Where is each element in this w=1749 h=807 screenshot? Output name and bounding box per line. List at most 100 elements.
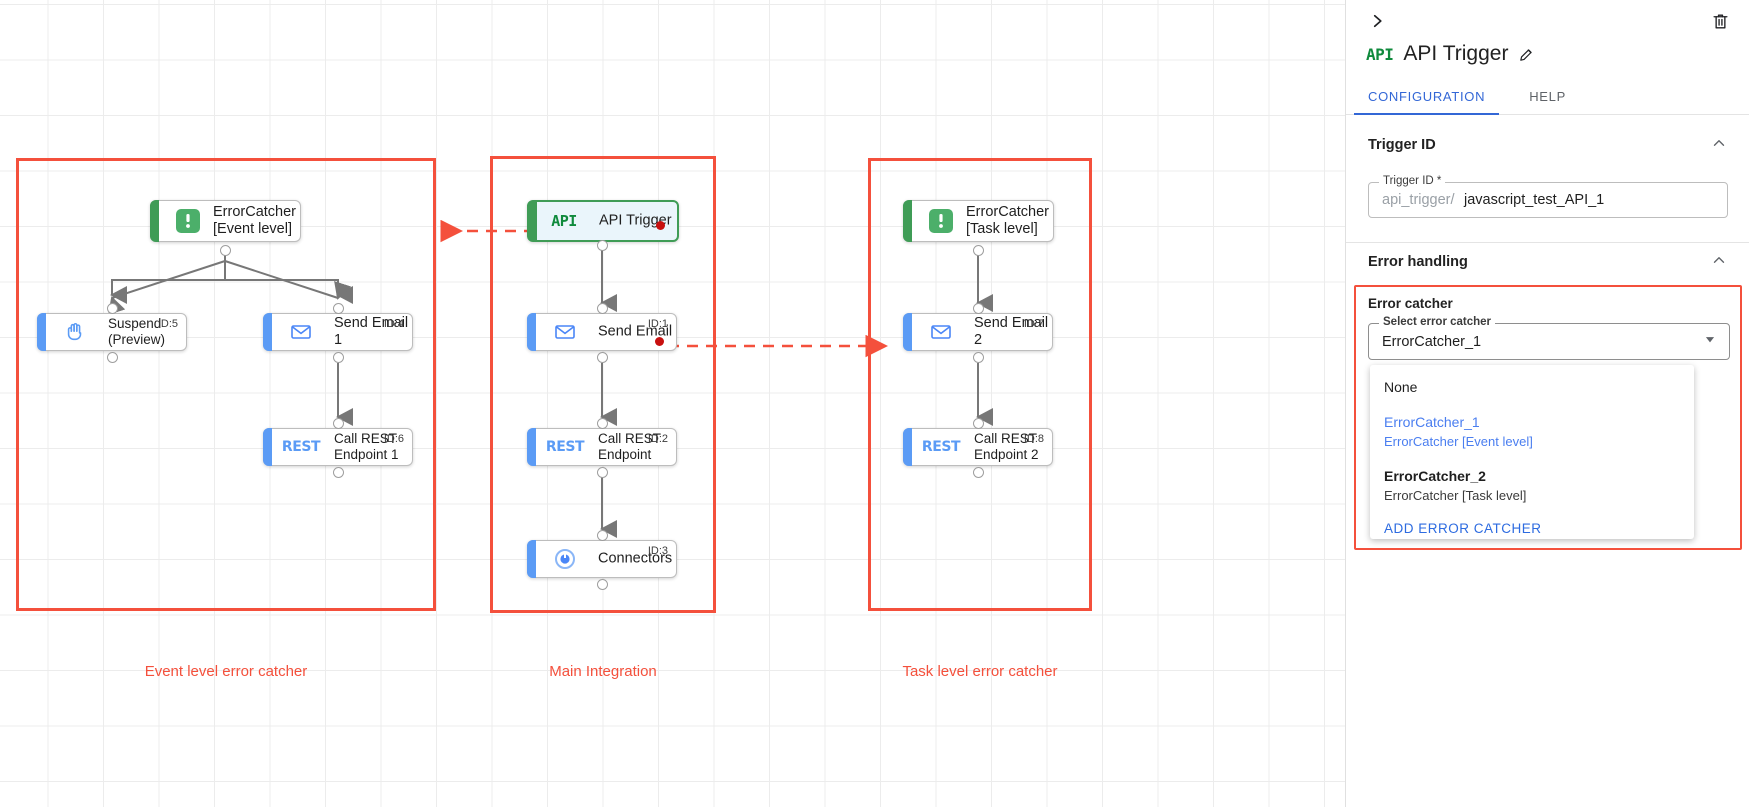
node-suspend[interactable]: Suspend (Preview) ID:5 [37,313,187,351]
node-port[interactable] [333,418,344,429]
page-title: API Trigger [1403,42,1509,65]
dropdown-option-primary: ErrorCatcher_2 [1384,467,1486,484]
trigger-id-prefix: api_trigger/ [1382,192,1455,208]
select-error-catcher-label: Select error catcher [1379,316,1496,328]
node-title: Call REST Endpoint 1 [334,431,399,462]
node-call-rest-endpoint[interactable]: REST Call REST Endpoint ID:2 [527,428,677,466]
group-label-main-integration: Main Integration [549,663,657,680]
node-call-rest-endpoint-1[interactable]: REST Call REST Endpoint 1 ID:6 [263,428,413,466]
node-send-email[interactable]: Send Email ID:1 [527,313,677,351]
node-id-label: ID:2 [647,433,668,445]
add-error-catcher-button[interactable]: ADD ERROR CATCHER [1384,520,1542,536]
details-panel: API API Trigger CONFIGURATION HELP Trigg… [1345,0,1749,807]
panel-tabs: CONFIGURATION HELP [1346,80,1749,115]
node-accent-bar [527,428,536,466]
node-title: Connectors [598,550,673,567]
chevron-down-icon[interactable] [1703,332,1717,351]
node-port[interactable] [333,352,344,363]
panel-top-bar [1346,0,1749,40]
trigger-id-field[interactable]: Trigger ID * api_trigger/ javascript_tes… [1368,175,1728,218]
node-title: Call REST Endpoint [598,431,662,462]
section-header-error-handling[interactable]: Error handling [1346,243,1749,281]
node-accent-bar [263,313,272,351]
node-accent-bar [903,200,912,242]
node-port[interactable] [973,467,984,478]
node-port[interactable] [597,467,608,478]
node-accent-bar [527,540,536,578]
node-port[interactable] [220,245,231,256]
node-port[interactable] [333,467,344,478]
node-title: ErrorCatcher [Task level] [966,203,1049,237]
dropdown-option-errorcatcher-2[interactable]: ErrorCatcher_2 ErrorCatcher [Task level] [1370,458,1694,512]
select-error-catcher[interactable]: Select error catcher ErrorCatcher_1 [1368,316,1730,360]
rest-icon: REST [921,439,961,455]
node-port[interactable] [597,579,608,590]
node-send-email-1[interactable]: Send Email 1 ID:4 [263,313,413,351]
panel-title-row: API API Trigger [1366,42,1535,66]
node-port[interactable] [107,303,118,314]
error-indicator-dot [655,337,664,346]
section-title: Trigger ID [1368,137,1436,153]
node-errorcatcher-event-level[interactable]: ErrorCatcher [Event level] [150,200,301,242]
node-port[interactable] [597,530,608,541]
error-catcher-dropdown[interactable]: None ErrorCatcher_1 ErrorCatcher [Event … [1370,365,1694,539]
node-title: Suspend (Preview) [108,316,166,347]
node-connectors[interactable]: Connectors ID:3 [527,540,677,578]
tab-configuration[interactable]: CONFIGURATION [1346,80,1507,115]
error-catcher-label: Error catcher [1368,296,1453,311]
node-title: ErrorCatcher [Event level] [213,203,296,237]
node-port[interactable] [973,245,984,256]
error-catcher-icon [926,206,956,236]
dropdown-option-primary: None [1384,379,1418,395]
node-id-label: ID:1 [647,318,668,330]
workflow-canvas[interactable]: Event level error catcher Main Integrati… [0,0,1345,807]
group-frame-task-level [868,158,1092,611]
group-label-event-level: Event level error catcher [144,663,308,680]
dropdown-option-secondary: ErrorCatcher [Event level] [1384,434,1533,449]
node-port[interactable] [107,352,118,363]
group-frame-main-integration [490,156,716,613]
envelope-icon [286,317,316,347]
dropdown-option-primary: ErrorCatcher_1 [1384,414,1480,430]
api-icon: API [551,212,577,230]
node-port[interactable] [973,303,984,314]
rest-icon: REST [281,439,321,455]
group-label-task-level: Task level error catcher [902,663,1058,680]
node-api-trigger[interactable]: API API Trigger [527,200,679,242]
delete-trigger-button[interactable] [1707,8,1733,34]
trigger-id-value: javascript_test_API_1 [1464,192,1605,208]
node-id-label: ID:6 [383,433,404,445]
dropdown-option-none[interactable]: None [1370,365,1694,404]
section-divider [1346,242,1749,243]
node-port[interactable] [597,352,608,363]
collapse-panel-button[interactable] [1364,8,1390,34]
chevron-up-icon [1710,251,1728,274]
node-accent-bar [528,201,537,241]
node-errorcatcher-task-level[interactable]: ErrorCatcher [Task level] [903,200,1054,242]
node-title: Send Email [598,323,673,340]
edit-name-button[interactable] [1518,46,1535,63]
node-accent-bar [263,428,272,466]
node-port[interactable] [597,303,608,314]
dropdown-option-errorcatcher-1[interactable]: ErrorCatcher_1 ErrorCatcher [Event level… [1370,404,1694,458]
node-port[interactable] [597,240,608,251]
section-title: Error handling [1368,254,1468,270]
error-catcher-box: Error catcher Select error catcher Error… [1354,285,1742,550]
node-accent-bar [903,313,912,351]
node-send-email-2[interactable]: Send Email 2 ID:7 [903,313,1053,351]
node-port[interactable] [597,418,608,429]
node-port[interactable] [973,352,984,363]
node-accent-bar [150,200,159,242]
envelope-icon [926,317,956,347]
section-header-trigger-id[interactable]: Trigger ID [1346,126,1749,164]
node-accent-bar [903,428,912,466]
api-icon: API [1366,44,1394,64]
node-call-rest-endpoint-2[interactable]: REST Call REST Endpoint 2 ID:8 [903,428,1053,466]
chevron-up-icon [1710,134,1728,157]
group-frame-event-level [16,158,436,611]
node-port[interactable] [333,303,344,314]
tab-help[interactable]: HELP [1529,89,1566,104]
error-indicator-dot [656,221,665,230]
node-port[interactable] [973,418,984,429]
trigger-id-field-label: Trigger ID * [1379,175,1446,187]
